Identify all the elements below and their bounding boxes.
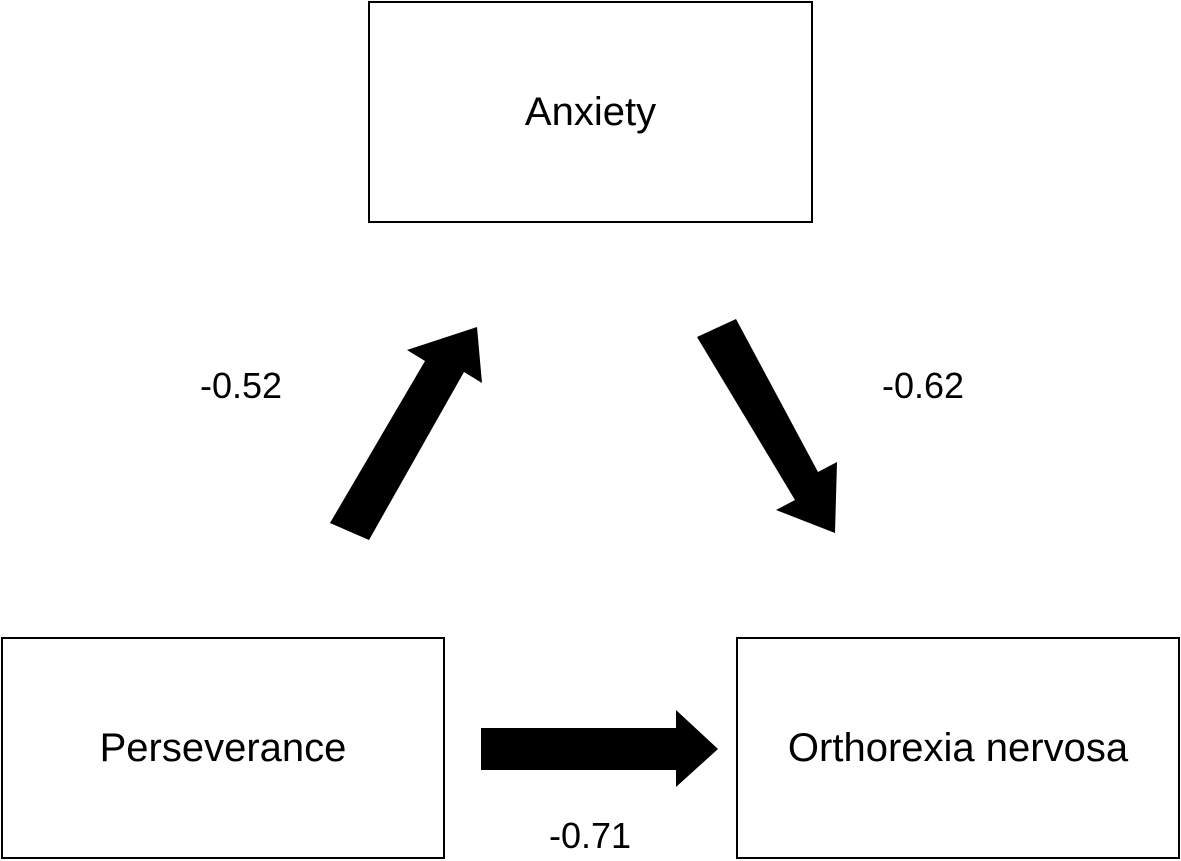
arrow-perseverance-to-anxiety: [330, 327, 482, 540]
coefficient-anxiety-to-orthorexia: -0.62: [882, 365, 965, 406]
arrow-perseverance-to-orthorexia: [481, 710, 718, 787]
node-anxiety: Anxiety: [368, 1, 813, 223]
node-orthorexia-nervosa: Orthorexia nervosa: [736, 637, 1180, 859]
node-perseverance-label: Perseverance: [99, 725, 347, 770]
node-perseverance: Perseverance: [1, 637, 445, 859]
coefficient-perseverance-to-orthorexia: -0.71: [549, 815, 632, 856]
node-anxiety-label: Anxiety: [524, 89, 657, 134]
node-orthorexia-nervosa-label: Orthorexia nervosa: [787, 725, 1129, 770]
coefficient-perseverance-to-anxiety: -0.52: [200, 365, 283, 406]
arrow-anxiety-to-orthorexia: [697, 319, 837, 533]
